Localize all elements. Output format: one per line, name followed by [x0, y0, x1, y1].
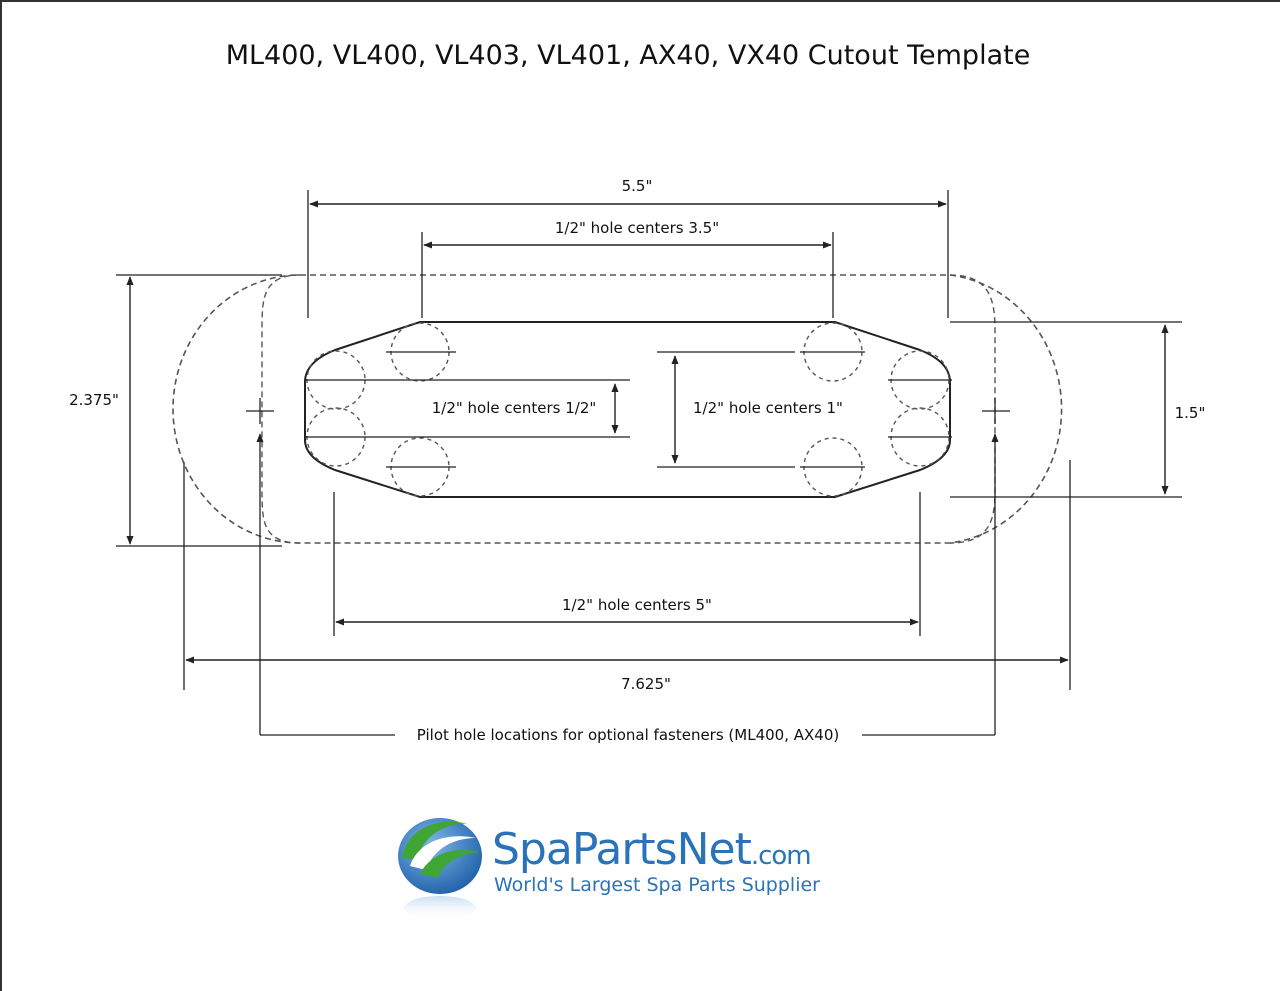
template-title: ML400, VL400, VL403, VL401, AX40, VX40 C… — [225, 40, 1031, 71]
label-hole-centers-bottom: 1/2" hole centers 5" — [562, 596, 712, 614]
brand-name: SpaPartsNet — [492, 824, 752, 875]
dimension-lines — [126, 200, 1169, 664]
pilot-hole-note: Pilot hole locations for optional fasten… — [417, 726, 839, 744]
brand-tagline: World's Largest Spa Parts Supplier — [494, 874, 820, 896]
cutout-shape — [304, 321, 951, 498]
brand-suffix: .com — [750, 841, 812, 871]
extension-lines — [116, 190, 1182, 690]
label-hole-centers-one: 1/2" hole centers 1" — [693, 399, 843, 417]
brand-wordmark: SpaPartsNet.com — [492, 824, 812, 875]
label-hole-centers-top: 1/2" hole centers 3.5" — [555, 219, 719, 237]
hole-circles — [306, 322, 950, 497]
label-outer-width: 7.625" — [621, 675, 671, 693]
label-overall-width: 5.5" — [622, 177, 653, 195]
label-overall-height: 2.375" — [69, 391, 119, 409]
inner-bezel-outline — [261, 274, 996, 544]
label-right-height: 1.5" — [1175, 404, 1206, 422]
label-hole-centers-half: 1/2" hole centers 1/2" — [432, 399, 597, 417]
pilot-leader-lines — [256, 433, 999, 736]
globe-swoosh-icon — [398, 818, 482, 920]
brand-logo[interactable]: SpaPartsNet.com World's Largest Spa Part… — [396, 812, 866, 922]
pilot-hole-marks — [246, 398, 1010, 424]
hole-center-lines — [306, 351, 952, 468]
